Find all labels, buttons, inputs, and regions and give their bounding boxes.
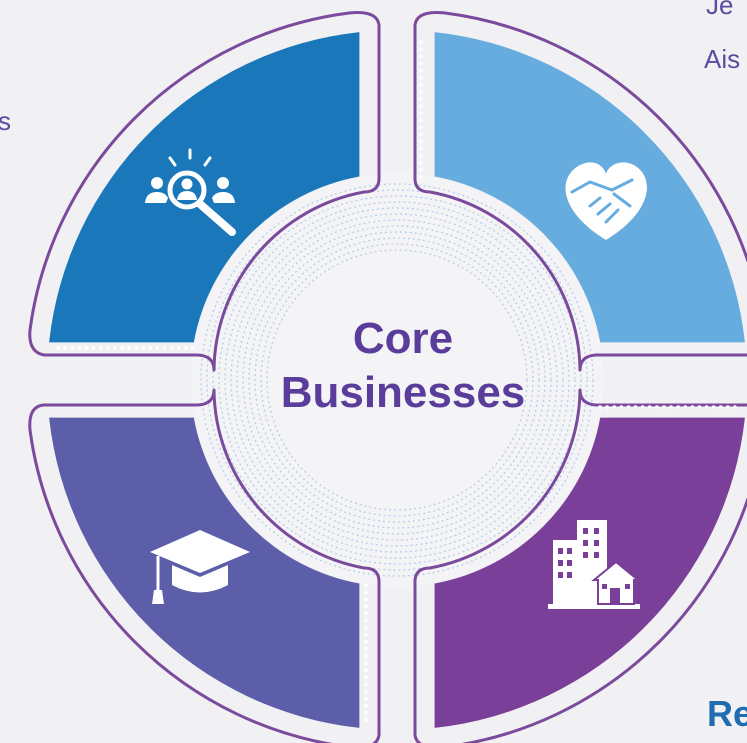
outline-bottom-left	[28, 388, 381, 743]
center-title-line2: Businesses	[280, 368, 526, 417]
segment-outlines	[28, 11, 747, 743]
segment-bottom-left	[49, 417, 360, 728]
dotted-ring-pattern	[200, 183, 594, 577]
outline-top-right	[413, 11, 747, 372]
edge-text-bottom-right: Re	[707, 693, 747, 734]
talent-search-icon	[145, 148, 236, 236]
outline-top-left	[28, 11, 381, 372]
edge-text-top-right-1: Je	[706, 0, 734, 20]
handshake-heart-icon	[565, 162, 647, 240]
center-title: Core Businesses	[233, 312, 573, 420]
graduation-cap-icon	[150, 530, 250, 604]
dotted-separators	[56, 40, 740, 724]
real-estate-buildings-icon	[548, 520, 641, 609]
center-title-line1: Core	[352, 314, 454, 363]
edge-text-left: s	[0, 106, 11, 136]
edge-text-top-right-2: Ais	[704, 44, 741, 74]
outline-bottom-right	[413, 388, 747, 743]
